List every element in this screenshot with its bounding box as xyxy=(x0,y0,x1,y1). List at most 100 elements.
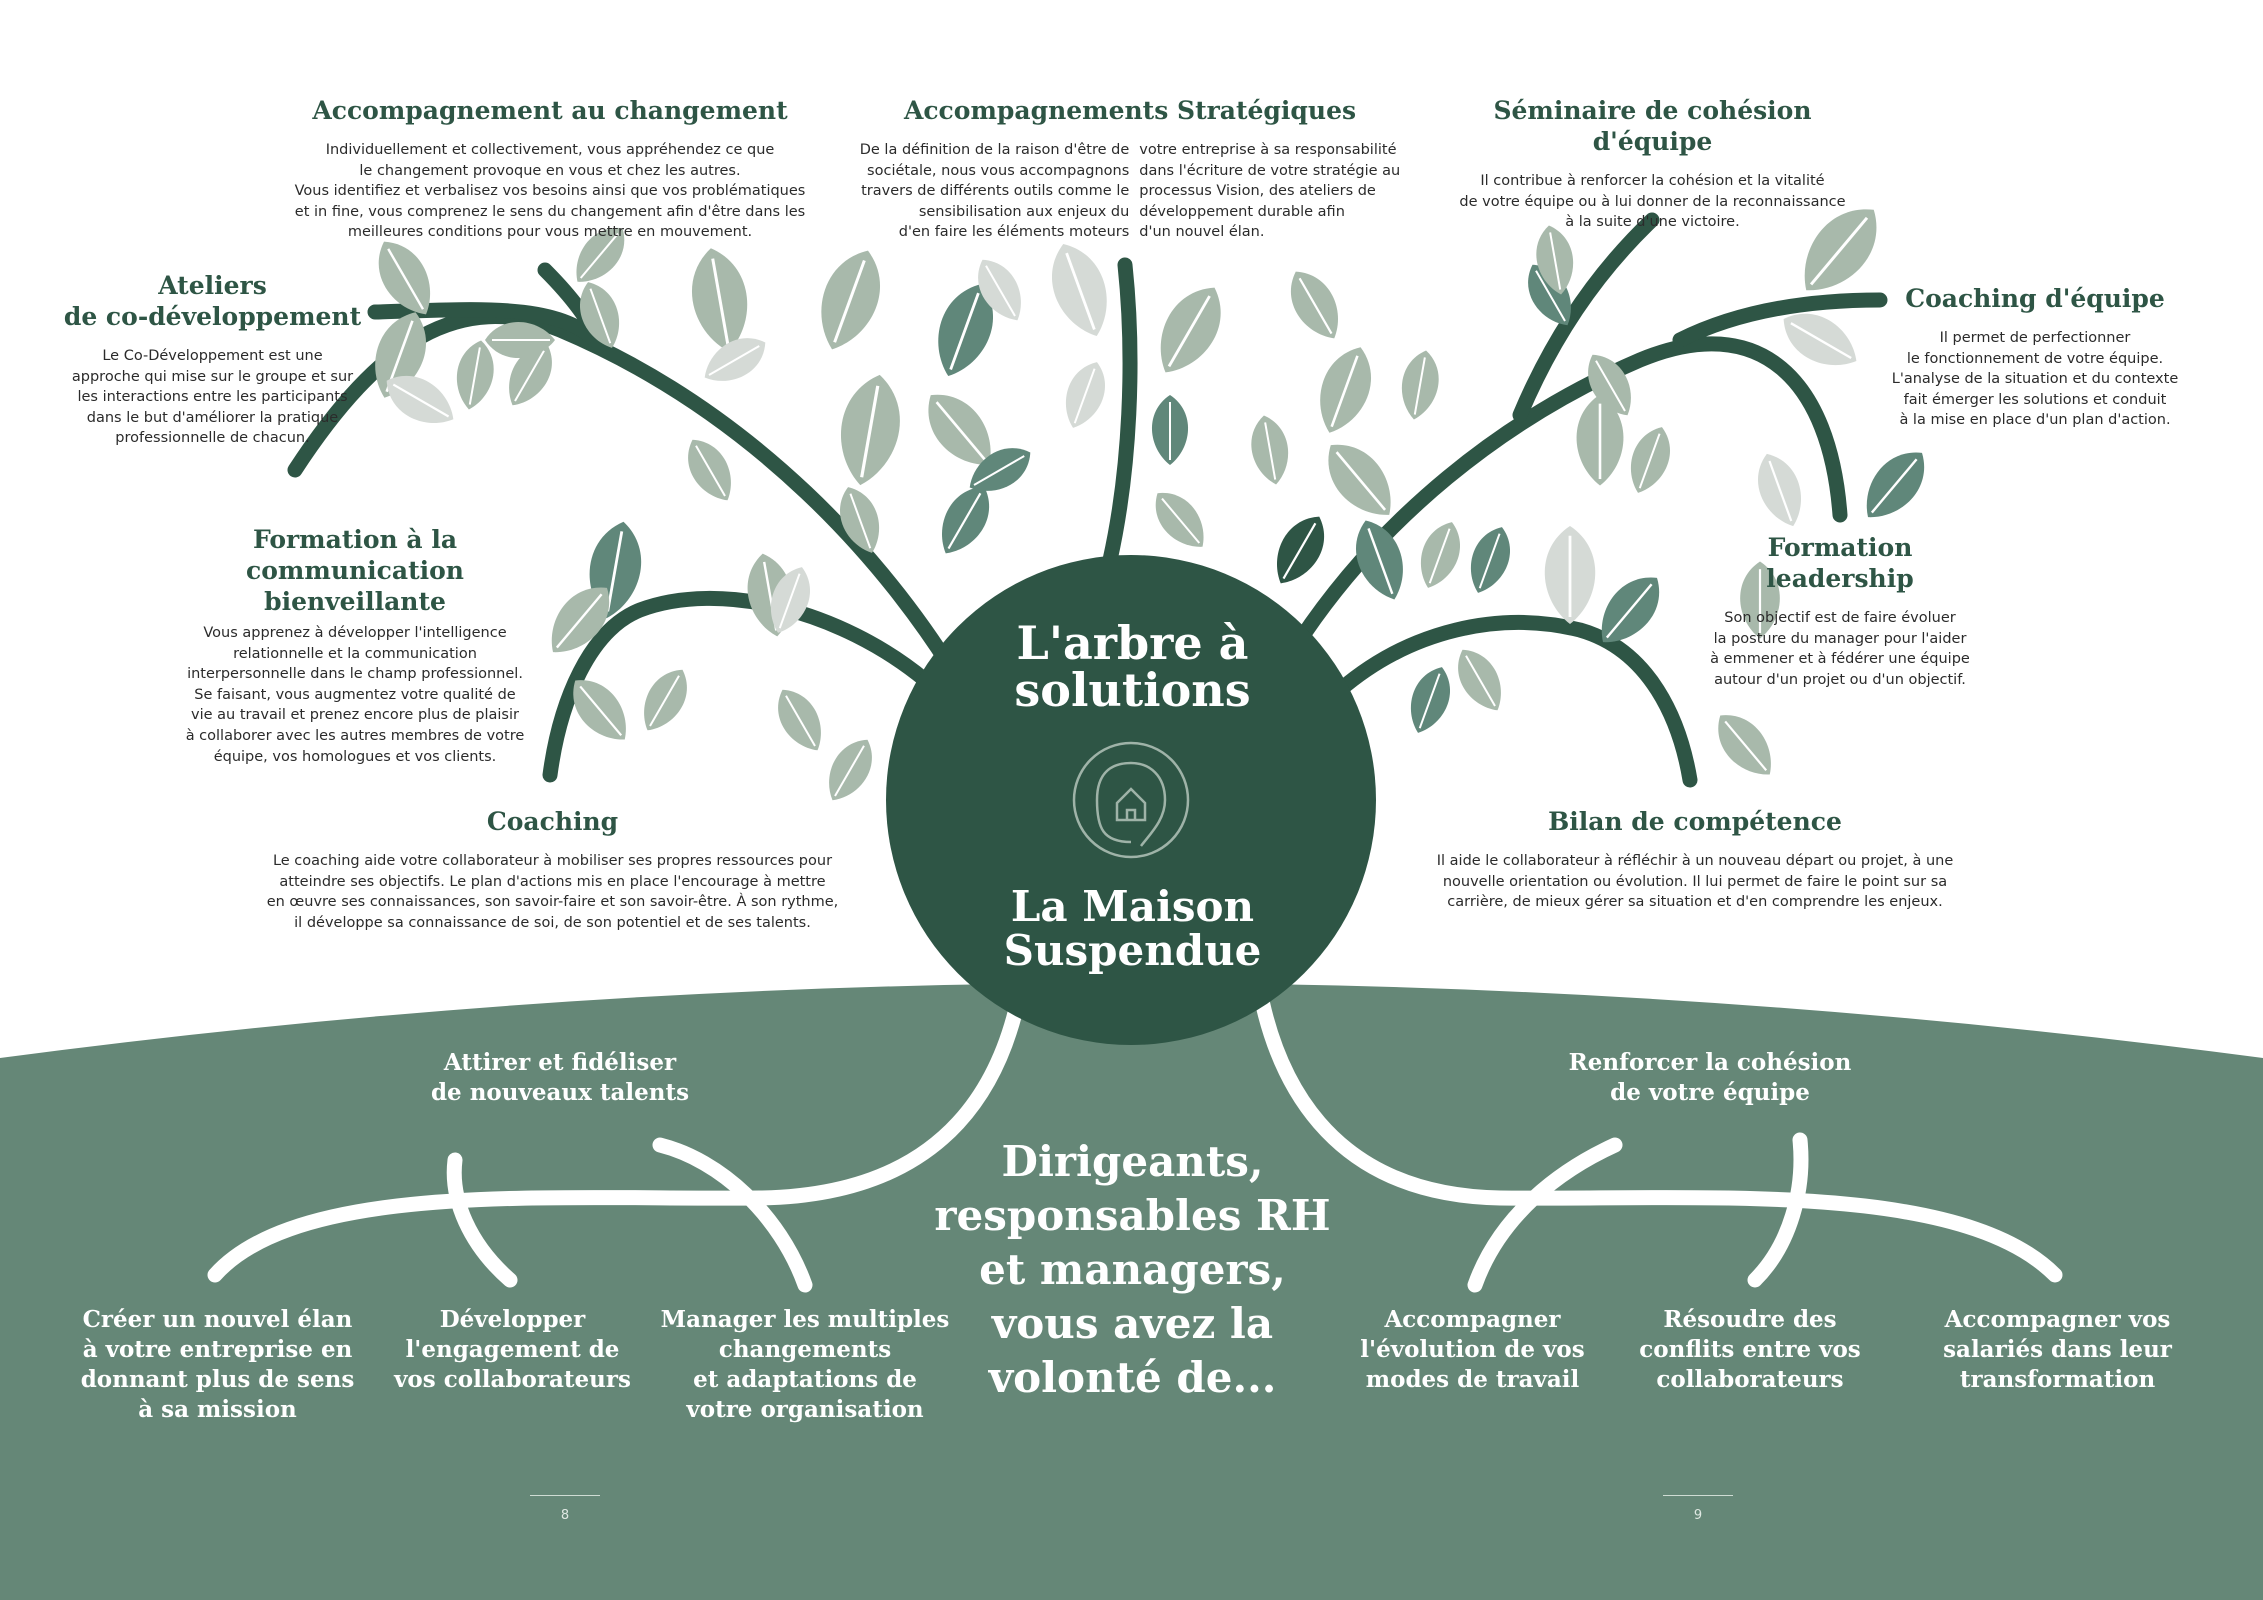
leaf-vein xyxy=(1413,357,1426,415)
service-text: Vous apprenez à développer l'intelligenc… xyxy=(185,625,525,765)
page-number-text: 8 xyxy=(560,1508,570,1523)
service-title: Formation à la communication bienveillan… xyxy=(246,525,464,616)
leaf-vein xyxy=(468,347,481,405)
service-title: Formation leadership xyxy=(1766,533,1914,593)
leaf-vein xyxy=(1428,528,1451,584)
leaf-vein xyxy=(1595,360,1626,412)
leaves xyxy=(375,209,1924,801)
service-title: Ateliers de co-développement xyxy=(63,271,362,331)
leaf-vein xyxy=(973,455,1025,486)
leaf-vein xyxy=(860,385,880,478)
goal-developper-engagement: Développer l'engagement de vos collabora… xyxy=(394,1306,631,1393)
leaf-vein xyxy=(695,445,726,497)
leaf-vein xyxy=(834,745,865,797)
leaf-vein xyxy=(785,695,816,747)
leaf-vein xyxy=(1282,522,1317,580)
leaf-vein xyxy=(1724,720,1768,771)
service-accompagnement-changement: Accompagnement au changement Individuell… xyxy=(270,95,830,243)
page-rule xyxy=(530,1495,600,1496)
page-number-text: 9 xyxy=(1693,1508,1703,1523)
goal-renforcer-cohesion: Renforcer la cohésion de votre équipe xyxy=(1568,1049,1852,1106)
brand-name: La Maison Suspendue xyxy=(1003,882,1262,975)
service-text: Il aide le collaborateur à réfléchir à u… xyxy=(1436,853,1954,911)
service-text-right: votre entreprise à sa responsabilité dan… xyxy=(1139,142,1401,241)
tree-roots xyxy=(207,952,2063,1293)
leaf-vein xyxy=(1073,368,1096,424)
leaf-vein xyxy=(711,258,730,345)
center-title: L'arbre à solutions xyxy=(1014,616,1251,717)
leaf-vein xyxy=(935,401,987,461)
service-bilan-competence: Bilan de compétence Il aide le collabora… xyxy=(1420,806,1970,913)
leaf-vein xyxy=(947,492,982,550)
leaf-vein xyxy=(1870,458,1918,514)
leaf-vein xyxy=(1768,460,1793,522)
leaf-vein xyxy=(392,383,450,418)
leaf-vein xyxy=(1809,216,1869,286)
service-formation-leadership: Formation leadership Son objectif est de… xyxy=(1690,532,1990,690)
leaf-vein xyxy=(1167,295,1211,368)
goal-accompagner-evolution: Accompagner l'évolution de vos modes de … xyxy=(1360,1306,1585,1393)
leaf-vein xyxy=(1478,533,1501,589)
leaf-vein xyxy=(514,350,545,402)
service-title: Séminaire de cohésion d'équipe xyxy=(1493,96,1812,156)
leaf-vein xyxy=(1549,232,1562,290)
service-title: Coaching d'équipe xyxy=(1905,284,2165,313)
service-title: Accompagnements Stratégiques xyxy=(903,96,1357,125)
leaf-vein xyxy=(1264,422,1277,480)
leaf-vein xyxy=(949,292,980,370)
service-text-left: De la définition de la raison d'être de … xyxy=(859,142,1130,241)
ground-hill xyxy=(0,983,2263,1600)
leaf-vein xyxy=(1335,451,1387,511)
service-accompagnements-strategiques: Accompagnements Stratégiques De la défin… xyxy=(840,95,1420,243)
leaf-vein xyxy=(849,493,872,549)
leaf-vein xyxy=(1298,277,1333,335)
service-text: Son objectif est de faire évoluer la pos… xyxy=(1710,610,1970,688)
page-number-left: 8 xyxy=(530,1495,600,1523)
service-text: Le coaching aide votre collaborateur à m… xyxy=(266,853,839,931)
service-text: Il permet de perfectionner le fonctionne… xyxy=(1891,330,2179,429)
service-title: Accompagnement au changement xyxy=(312,96,788,125)
service-ateliers-codeveloppement: Ateliers de co-développement Le Co-Dével… xyxy=(60,270,365,449)
leaf-vein xyxy=(579,685,623,736)
page-rule xyxy=(1663,1495,1733,1496)
leaf-vein xyxy=(1535,270,1566,322)
leaf-vein xyxy=(708,345,760,376)
service-coaching-equipe: Coaching d'équipe Il permet de perfectio… xyxy=(1870,283,2200,431)
service-communication-bienveillante: Formation à la communication bienveillan… xyxy=(160,524,550,767)
goal-attirer-talents: Attirer et fidéliser de nouveaux talents xyxy=(430,1049,690,1106)
goal-creer-elan: Créer un nouvel élan à votre entreprise … xyxy=(80,1306,355,1423)
service-title: Coaching xyxy=(486,807,619,836)
leaf-vein xyxy=(1065,252,1096,330)
leaf-vein xyxy=(606,531,624,612)
leaf-vein xyxy=(589,288,612,344)
service-text: Individuellement et collectivement, vous… xyxy=(294,142,806,241)
leaf-vein xyxy=(1418,673,1441,729)
leaf-vein xyxy=(833,260,866,343)
service-seminaire-cohesion: Séminaire de cohésion d'équipe Il contri… xyxy=(1440,95,1865,233)
page-number-right: 9 xyxy=(1663,1495,1733,1523)
leaf-vein xyxy=(1330,355,1359,428)
leaf-vein xyxy=(1367,528,1394,595)
service-text: Il contribue à renforcer la cohésion et … xyxy=(1459,173,1846,231)
leaf-vein xyxy=(1605,583,1653,639)
goal-manager-changements: Manager les multiples changements et ada… xyxy=(660,1306,950,1423)
center-circle xyxy=(886,555,1376,1045)
goal-accompagner-salaries: Accompagner vos salariés dans leur trans… xyxy=(1943,1306,2172,1393)
service-text: Le Co-Développement est une approche qui… xyxy=(71,348,354,447)
leaf-vein xyxy=(649,675,680,727)
leaf-vein xyxy=(1790,322,1852,360)
audience-heading: Dirigeants, responsables RH et managers,… xyxy=(934,1137,1331,1402)
service-coaching: Coaching Le coaching aide votre collabor… xyxy=(255,806,850,933)
service-title: Bilan de compétence xyxy=(1548,807,1842,836)
leaf-vein xyxy=(778,573,801,629)
leaf-vein xyxy=(1465,655,1496,707)
leaf-vein xyxy=(579,232,619,279)
leaf-vein xyxy=(387,248,425,310)
house-spiral-logo-icon xyxy=(1072,741,1190,859)
leaf-vein xyxy=(1638,433,1661,489)
leaf-vein xyxy=(555,593,603,649)
leaf-vein xyxy=(985,265,1016,317)
leaf-vein xyxy=(1161,497,1201,544)
goal-resoudre-conflits: Résoudre des conflits entre vos collabor… xyxy=(1639,1306,1861,1393)
